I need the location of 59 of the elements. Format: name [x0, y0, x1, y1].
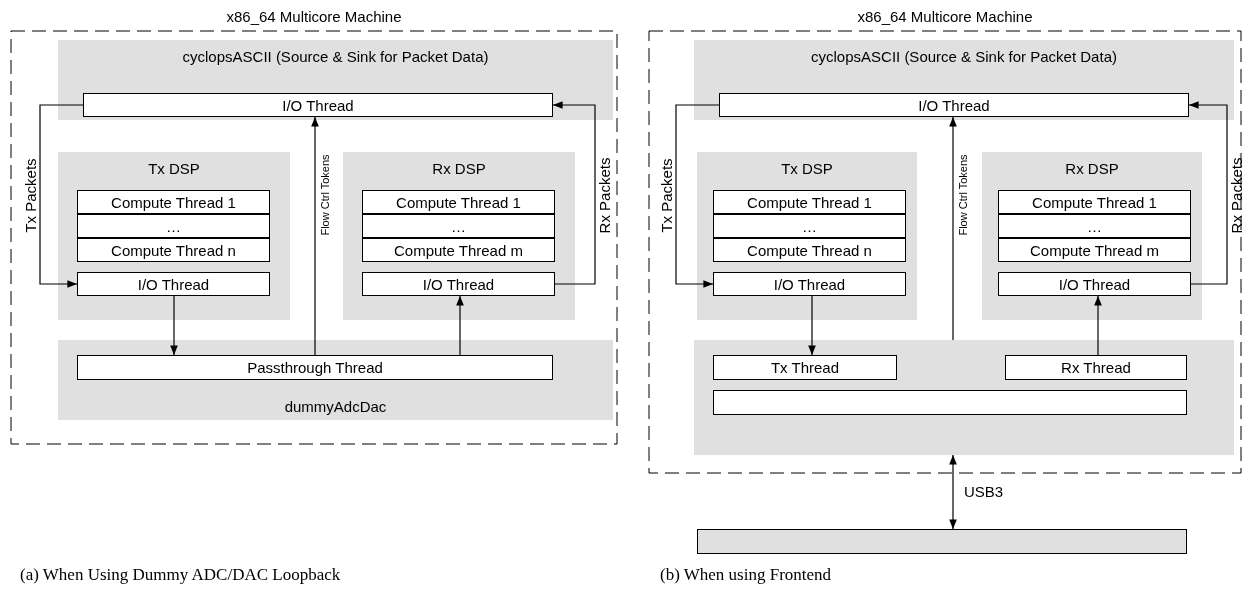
arrow: [311, 116, 319, 356]
edge-label: Rx Packets: [1228, 157, 1246, 233]
arrow: [170, 295, 178, 356]
library-bar: [713, 390, 1187, 415]
group-panel: [58, 340, 613, 420]
thread-box: Compute Thread 1: [77, 190, 270, 214]
panel-title: Rx DSP: [431, 160, 487, 177]
panel-title: Tx DSP: [147, 160, 201, 177]
thread-box: I/O Thread: [77, 272, 270, 296]
thread-box: Rx Thread: [1005, 355, 1187, 380]
arrow: [949, 454, 957, 530]
figure-caption: (a) When Using Dummy ADC/DAC Loopback: [20, 565, 341, 585]
thread-box: Compute Thread 1: [362, 190, 555, 214]
figure-caption: (b) When using Frontend: [660, 565, 832, 585]
thread-box: Compute Thread m: [998, 238, 1191, 262]
frame-title: x86_64 Multicore Machine: [856, 8, 1034, 25]
thread-box: …: [998, 214, 1191, 238]
thread-box: I/O Thread: [713, 272, 906, 296]
edge-label: Rx Packets: [596, 157, 614, 233]
thread-box: Passthrough Thread: [77, 355, 553, 380]
thread-box: …: [77, 214, 270, 238]
group-panel: [58, 40, 613, 120]
edge-label: Flow Ctrl Tokens: [956, 154, 969, 236]
panel-title: Tx DSP: [780, 160, 834, 177]
thread-box: I/O Thread: [362, 272, 555, 296]
panel-title: dummyAdcDac: [283, 398, 388, 415]
arrow: [808, 295, 816, 356]
thread-box: I/O Thread: [998, 272, 1191, 296]
arrow: [1188, 101, 1228, 285]
thread-box: Compute Thread n: [77, 238, 270, 262]
thread-box: Compute Thread m: [362, 238, 555, 262]
arrow: [39, 104, 84, 288]
group-panel: [694, 340, 1234, 455]
thread-box: …: [362, 214, 555, 238]
frame-title: x86_64 Multicore Machine: [225, 8, 403, 25]
edge-label: Tx Packets: [657, 157, 675, 233]
thread-box: Compute Thread 1: [998, 190, 1191, 214]
thread-box: Compute Thread 1: [713, 190, 906, 214]
thread-box: Compute Thread n: [713, 238, 906, 262]
edge-label: Tx Packets: [21, 157, 39, 233]
group-panel: [58, 152, 290, 320]
panel-title: Rx DSP: [1064, 160, 1120, 177]
group-panel: [343, 152, 575, 320]
panel-title: cyclopsASCII (Source & Sink for Packet Data): [181, 48, 490, 65]
arrow: [949, 116, 957, 341]
device-box: [697, 529, 1187, 554]
panel-title: cyclopsASCII (Source & Sink for Packet Data): [810, 48, 1118, 65]
thread-box: I/O Thread: [83, 93, 553, 117]
group-panel: [982, 152, 1202, 320]
arrow: [675, 104, 720, 288]
group-panel: [694, 40, 1234, 120]
arrow: [456, 295, 464, 356]
arrow: [1094, 295, 1102, 356]
thread-box: Tx Thread: [713, 355, 897, 380]
thread-box: …: [713, 214, 906, 238]
arrow: [552, 101, 596, 285]
group-panel: [697, 152, 917, 320]
thread-box: I/O Thread: [719, 93, 1189, 117]
edge-label: Flow Ctrl Tokens: [318, 154, 331, 236]
